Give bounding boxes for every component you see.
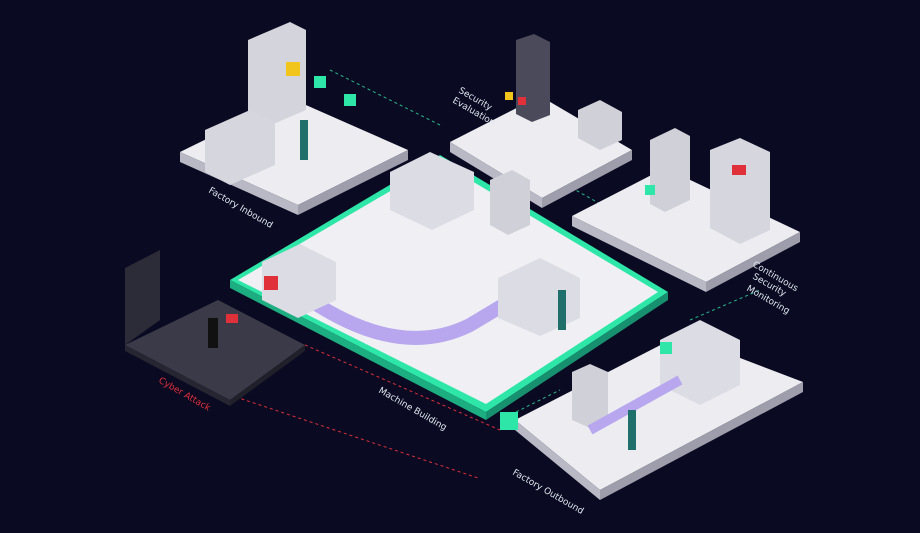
worker [628,410,636,450]
warning-icon [286,62,300,76]
worker [558,290,566,330]
warning-icon [505,92,513,100]
machine [262,244,336,318]
room-cyber-attack [125,250,305,406]
alert-icon [732,165,746,175]
check-shield-icon [500,412,518,430]
truck-icon [205,110,275,185]
check-icon [660,342,672,354]
laptop-alert [226,314,238,323]
machine [390,152,474,230]
alert-icon [264,276,278,290]
check-icon [314,76,326,88]
platform-factory-outbound [500,320,803,500]
attack-path-lines [229,344,501,479]
server-rack-icon [650,128,690,212]
check-icon [344,94,356,106]
attacker [208,318,218,348]
platform-factory-inbound [180,22,408,215]
check-icon [645,185,655,195]
shelf [578,100,622,150]
platform-security-evaluation [450,34,632,208]
conveyor-belt [306,288,524,345]
worker [300,120,308,160]
platform-continuous-monitoring [572,128,800,292]
conveyor-belt [587,375,683,435]
cabinet [248,22,306,128]
alert-icon [518,97,526,105]
server-rack-icon [490,170,530,235]
platform-machine-building [230,152,668,420]
